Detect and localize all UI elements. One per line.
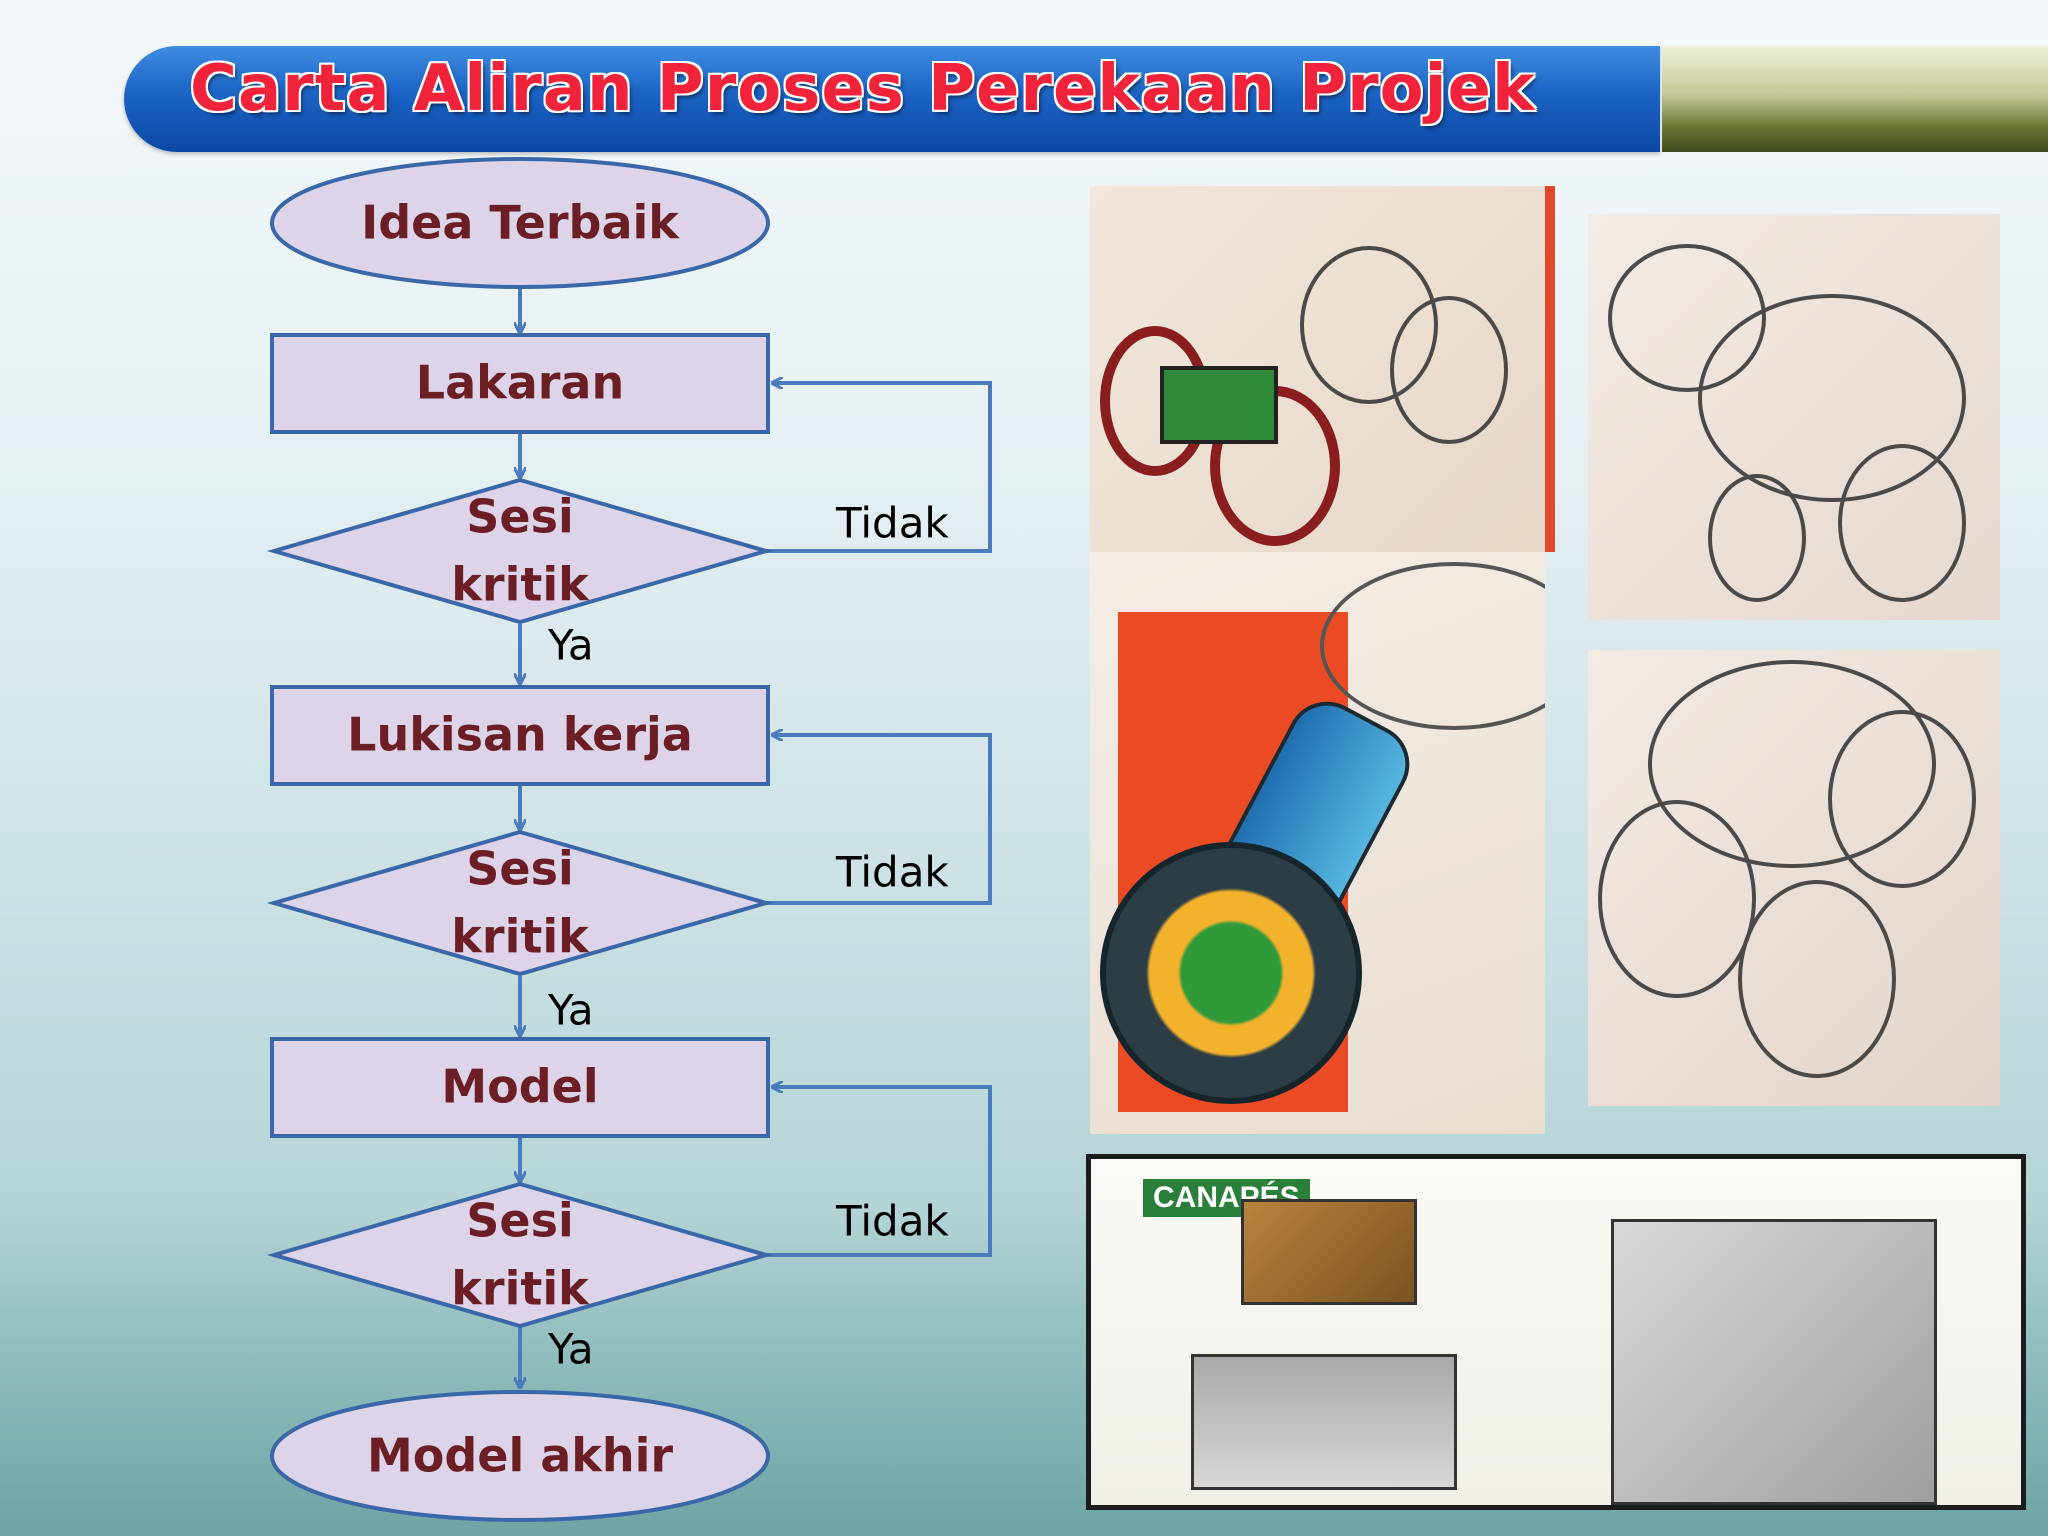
- edge-sesi1-lakaran-loop: [766, 383, 992, 553]
- sesi3-label-line2: kritik: [451, 1262, 590, 1316]
- edge-label-ya-3: Ya: [547, 1325, 594, 1374]
- start-node-label: Idea Terbaik: [361, 196, 680, 250]
- sesi2-label-line1: Sesi: [466, 842, 573, 896]
- sesi3-decision-node: [266, 1181, 774, 1329]
- sesi3-label-line1: Sesi: [466, 1194, 573, 1248]
- model-node: [270, 1037, 770, 1138]
- sketch-canapes-furniture: CANAPÉS: [1086, 1154, 2026, 1510]
- sketch-car-pencil-2: [1588, 650, 2000, 1106]
- edge-label-tidak-1: Tidak: [835, 499, 949, 548]
- edge-label-tidak-3: Tidak: [835, 1197, 949, 1246]
- end-node-label: Model akhir: [367, 1429, 673, 1483]
- start-node: [270, 157, 770, 289]
- edge-label-ya-1: Ya: [547, 621, 594, 670]
- edge-label-tidak-2: Tidak: [835, 848, 949, 897]
- sketch-wheel-closeup: [1090, 552, 1545, 1134]
- edge-sesi3-model-loop: [766, 1087, 992, 1257]
- sesi1-label-line1: Sesi: [466, 490, 573, 544]
- sesi1-decision-node: [266, 477, 774, 625]
- sesi2-decision-node: [266, 829, 774, 977]
- lukisan-node-label: Lukisan kerja: [347, 708, 693, 762]
- banner-landscape-photo: [1662, 46, 2048, 152]
- lukisan-node: [270, 685, 770, 786]
- sketch-car-pencil-1: [1588, 214, 2000, 620]
- sketch-toy-car-colored: [1090, 186, 1555, 552]
- sesi2-label-line2: kritik: [451, 910, 590, 964]
- page-title: Carta Aliran Proses Perekaan Projek: [190, 52, 1536, 126]
- lakaran-node-label: Lakaran: [416, 356, 624, 410]
- lakaran-node: [270, 333, 770, 434]
- title-banner: [124, 46, 1660, 152]
- end-node: [270, 1390, 770, 1522]
- edge-label-ya-2: Ya: [547, 986, 594, 1035]
- edge-sesi2-lukisan-loop: [766, 735, 992, 905]
- sesi1-label-line2: kritik: [451, 558, 590, 612]
- model-node-label: Model: [441, 1060, 598, 1114]
